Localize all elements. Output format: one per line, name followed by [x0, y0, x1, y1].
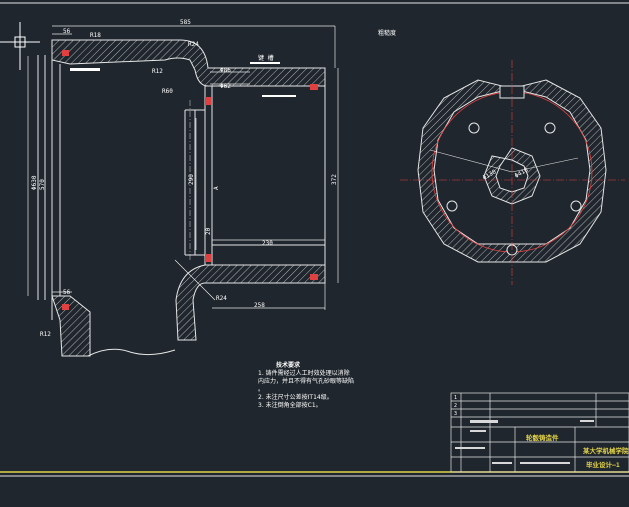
note-bars: [70, 62, 296, 97]
rev-row-3: 3: [454, 411, 457, 417]
section-hatch-bottom-left: [51, 295, 91, 357]
title-block: [450, 392, 629, 473]
dim-r60: R60: [162, 88, 173, 95]
section-hatch-top: [51, 39, 326, 87]
dim-570: 570: [39, 179, 46, 190]
dim-56-top: 56: [63, 28, 71, 35]
dim-56-bottom: 56: [63, 289, 71, 296]
hub-polygon: [483, 147, 541, 205]
technical-notes: 技术要求 1. 铸件需经过人工时效处理以消除 内应力，并且不得有气孔砂眼等缺陷 …: [258, 362, 354, 410]
cursor-crosshair: [0, 22, 40, 70]
section-hatch-bottom: [175, 264, 326, 341]
corner-roughness-mark: 粗糙度: [378, 29, 396, 37]
notes-line-1: 1. 铸件需经过人工时效处理以消除: [258, 370, 350, 377]
drawing-frame: [0, 2, 629, 477]
outer-ring-hatch: [417, 79, 607, 263]
center-lines-front: [400, 60, 625, 285]
school-name: 某大学机械学院: [583, 446, 629, 455]
dim-r12-bottom: R12: [40, 331, 51, 338]
dim-d86: Φ86: [220, 67, 231, 74]
dim-r12: R12: [152, 68, 163, 75]
title-block-fills: [455, 420, 594, 464]
dim-585: 585: [180, 19, 191, 26]
rev-row-1: 1: [454, 395, 457, 401]
dim-290: 290: [188, 174, 195, 185]
dim-d630: Φ630: [31, 175, 38, 190]
dim-note: 键 槽: [258, 54, 274, 62]
dim-r18-top: R18: [90, 32, 101, 39]
side-section-view: 56 R18 585 R24 R12 Φ86 R60 Φ62 键 槽 Φ630 …: [27, 19, 396, 357]
dim-r24-bottom: R24: [216, 295, 227, 302]
dim-230: 230: [262, 240, 273, 247]
dim-d62: Φ62: [220, 83, 231, 90]
part-name: 轮毂铸造件: [526, 433, 559, 442]
hub-outline: [37, 40, 326, 320]
keyway-marks: [62, 50, 318, 310]
section-mark-a: A: [213, 186, 220, 190]
dim-20: 20: [205, 227, 212, 235]
rev-row-2: 2: [454, 403, 457, 409]
dim-372: 372: [331, 174, 338, 185]
notes-line-3: 。: [258, 386, 265, 393]
notes-line-5: 3. 未注倒角全部按C1。: [258, 402, 322, 409]
front-view: Φ410 Φ130: [400, 60, 625, 285]
notes-line-4: 2. 未注尺寸公差按IT14级。: [258, 394, 333, 401]
drawing-number: 毕业设计—1: [586, 460, 620, 469]
dimension-lines: [27, 25, 339, 310]
dim-r24: R24: [188, 41, 199, 48]
leader-lines-front: [429, 149, 579, 173]
notes-title: 技术要求: [276, 362, 301, 369]
notes-line-2: 内应力，并且不得有气孔砂眼等缺陷: [258, 378, 355, 385]
break-line: [87, 348, 176, 357]
dim-258: 258: [254, 302, 265, 309]
